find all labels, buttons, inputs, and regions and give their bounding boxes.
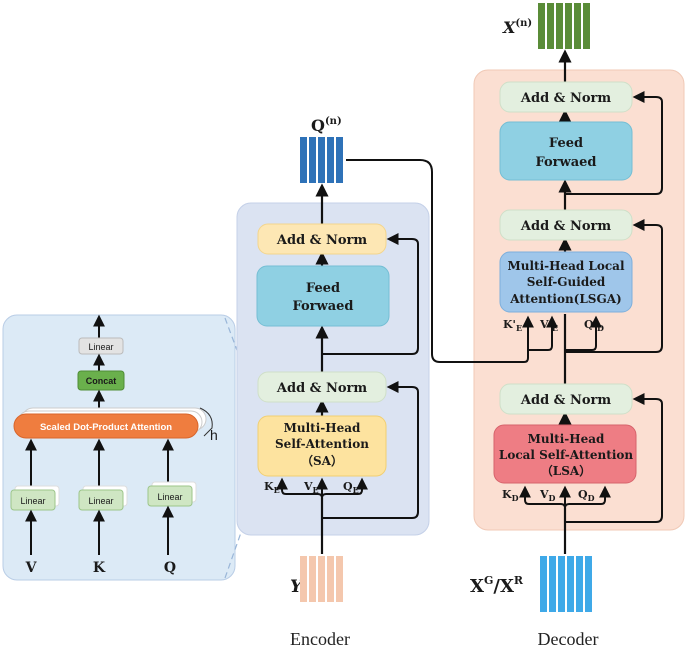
decoder-add-norm-3-label: Add & Norm	[520, 393, 611, 408]
encoder-sa-line2: Self-Attention	[275, 437, 369, 451]
encoder-output-label: Q(n)	[311, 116, 342, 135]
decoder-lsga-box	[499, 251, 633, 313]
encoder-feed-line2: Forwaed	[292, 299, 353, 314]
attention-panel-bg	[2, 314, 236, 581]
decoder-add-norm-1-label: Add & Norm	[520, 91, 611, 106]
encoder-caption: Encoder	[290, 629, 350, 649]
decoder-lsa-line3: （LSA）	[541, 463, 591, 478]
encoder-feed-line1: Feed	[306, 281, 340, 296]
decoder-kp-label: K'E	[503, 318, 522, 333]
encoder-v-label: VE	[303, 480, 319, 495]
decoder-feed-line1: Feed	[549, 136, 583, 151]
encoder-add-norm-bottom-label: Add & Norm	[276, 381, 367, 396]
decoder-vd-label: VD	[539, 488, 556, 503]
encoder-sa-line3: （SA）	[301, 453, 343, 468]
decoder-lsga-line2: Self-Guided	[527, 275, 606, 289]
decoder-add-norm-1	[499, 81, 633, 113]
encoder-k-label: KE	[264, 480, 280, 495]
decoder-lsga-line1: Multi-Head Local	[507, 259, 624, 273]
decoder-lsa-box	[493, 424, 637, 484]
encoder-output-tokens	[300, 137, 343, 183]
decoder-caption: Decoder	[538, 629, 599, 649]
decoder-feed-line2: Forwaed	[535, 155, 596, 170]
decoder-lsa-line2: Local Self-Attention	[499, 448, 633, 462]
decoder-kd-label: KD	[502, 488, 519, 503]
linear-v-label: Linear	[20, 496, 45, 506]
scaled-dot-product-box	[13, 413, 199, 439]
decoder-input-tokens	[540, 556, 592, 612]
input-q-label: Q	[164, 560, 176, 576]
concat-label: Concat	[86, 376, 117, 386]
encoder: Q(n) Add & Norm Feed Forwaed Add & Norm …	[236, 116, 430, 649]
encoder-add-norm-bottom	[257, 371, 387, 403]
encoder-sa-line1: Multi-Head	[284, 421, 361, 435]
encoder-add-norm-top-label: Add & Norm	[276, 233, 367, 248]
decoder-add-norm-2-label: Add & Norm	[520, 219, 611, 234]
encoder-input-tokens	[300, 556, 343, 602]
encoder-add-norm-top	[257, 223, 387, 255]
encoder-q-label: QE	[343, 480, 359, 495]
linear-q-label: Linear	[157, 492, 182, 502]
input-v-label: V	[25, 560, 38, 576]
input-k-label: K	[93, 560, 106, 576]
decoder-lsa-line1: Multi-Head	[528, 432, 605, 446]
decoder-qd-label: QD	[578, 488, 595, 503]
encoder-feed-forward	[256, 265, 390, 327]
decoder-input-label: XG/XR	[470, 574, 524, 597]
decoder-add-norm-3	[499, 383, 633, 415]
decoder-output-tokens	[538, 3, 590, 49]
decoder-feed-forward	[499, 121, 633, 181]
linear-k-label: Linear	[88, 496, 113, 506]
decoder-output-label: X(n)	[502, 18, 532, 37]
linear-top-label: Linear	[88, 342, 113, 352]
decoder-lsga-line3: Attention(LSGA)	[509, 292, 621, 306]
decoder-add-norm-2	[499, 209, 633, 241]
decoder: X(n) Add & Norm Feed Forwaed Add & Norm …	[346, 3, 685, 649]
h-bracket	[199, 407, 213, 437]
scaled-dot-product-label: Scaled Dot-Product Attention	[40, 422, 172, 433]
encoder-sa-box	[257, 415, 387, 477]
h-label: h	[210, 427, 218, 443]
attention-detail-panel: Linear Concat Scaled Dot-Product Attenti…	[2, 314, 264, 581]
